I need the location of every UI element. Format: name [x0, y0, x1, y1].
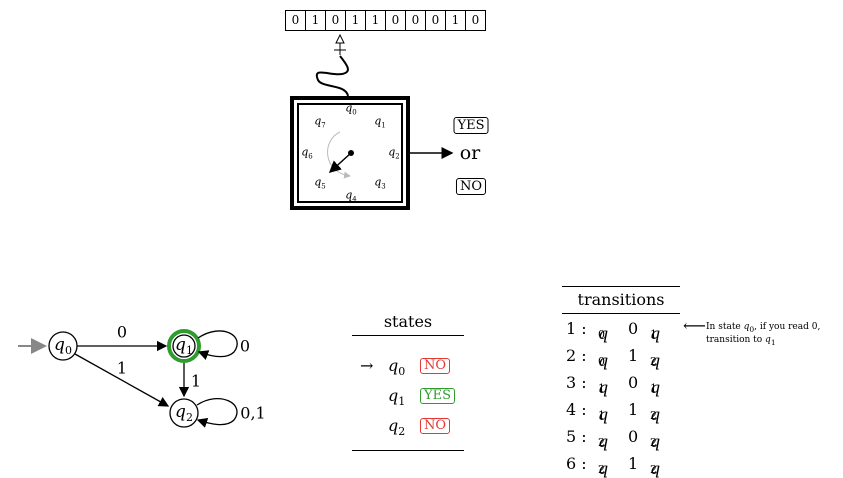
transition-num: 3 : [566, 373, 587, 392]
node-q1-label: q1 [175, 334, 193, 358]
machine-state-label: q1 [374, 114, 386, 130]
transition-num: 1 : [566, 319, 587, 338]
output-or: or [459, 142, 481, 164]
tape-cell: 0 [291, 13, 300, 27]
states-row: → q0 NO [352, 350, 464, 380]
states-row-name: q1 [388, 386, 406, 409]
transition-symbol: 0 [628, 373, 639, 392]
tape-cell: 1 [305, 11, 325, 30]
node-q1 [172, 334, 196, 358]
tape-cell: 1 [365, 11, 385, 30]
edge-q0-q2-label: 1 [116, 358, 128, 378]
edge-q2-loop-label: 0,1 [240, 403, 266, 423]
head-cable [315, 55, 349, 97]
machine-state-label: q3 [374, 175, 386, 191]
machine-state-label: q7 [314, 114, 326, 130]
tape-cell: 0 [385, 11, 405, 30]
transition-note: In state q0, if you read 0, transition t… [706, 322, 821, 347]
edge-q1-loop-label: 0 [239, 336, 251, 356]
edge-q0-q1-label: 0 [116, 322, 128, 342]
output-yes: YES [453, 117, 489, 134]
states-row: q1 YES [352, 380, 464, 410]
machine-state-label: q0 [345, 101, 357, 117]
states-row-output: YES [420, 388, 455, 404]
tape-cell: 1 [445, 11, 465, 30]
transition-symbol: 0 [628, 319, 639, 338]
transition-symbol: 0 [628, 427, 639, 446]
dial-center [348, 150, 354, 156]
transitions-table-title: transitions [562, 286, 680, 314]
transition-symbol: 1 [628, 400, 639, 419]
tape-cell: 0 [425, 11, 445, 30]
states-row-name: q0 [388, 356, 406, 379]
states-row-name: q2 [388, 416, 406, 439]
note-arrow-icon: ⟵ [683, 316, 706, 335]
machine-state-label: q5 [314, 175, 326, 191]
transition-num: 2 : [566, 346, 587, 365]
states-table: states → q0 NO q1 YES q2 NO [352, 312, 464, 451]
states-row-output: NO [420, 358, 451, 374]
read-head-icon [334, 33, 346, 55]
states-row: q2 NO [352, 410, 464, 440]
node-q2-label: q2 [175, 401, 193, 425]
machine-state-label: q6 [301, 145, 313, 161]
output-no: NO [455, 178, 487, 195]
transition-symbol: 1 [628, 346, 639, 365]
tape-cell: 1 [345, 11, 365, 30]
transition-symbol: 1 [628, 454, 639, 473]
rotation-arc [327, 131, 351, 179]
node-q0-label: q0 [54, 334, 72, 358]
states-row-output: NO [420, 418, 451, 434]
transition-num: 5 : [566, 427, 587, 446]
dial-hand [328, 152, 352, 174]
tape-cell: 0 [465, 11, 485, 30]
machine-state-label: q2 [388, 145, 400, 161]
tape-cell: 0 [325, 11, 345, 30]
edge-q1-q2-label: 1 [190, 371, 202, 391]
machine-box [290, 96, 410, 210]
edge-q2-loop [196, 398, 238, 428]
edge-q0-q2 [74, 353, 170, 407]
transition-num: 4 : [566, 400, 587, 419]
node-q2 [169, 398, 199, 428]
start-marker: → [360, 356, 374, 375]
states-table-title: states [352, 312, 464, 336]
transition-num: 6 : [566, 454, 587, 473]
states-table-rule [352, 450, 464, 451]
edge-q1-loop [197, 330, 238, 360]
machine-state-label: q4 [345, 188, 357, 204]
tape-cell: 0 [405, 11, 425, 30]
